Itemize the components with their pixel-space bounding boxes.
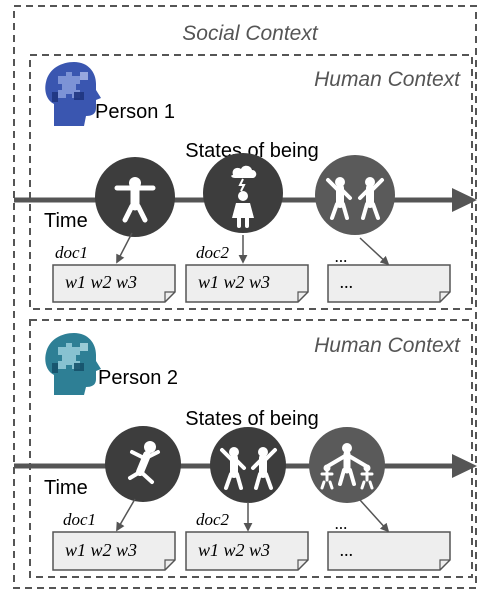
state-circle-2-1	[105, 426, 181, 502]
doc-pointer-2-3	[359, 499, 390, 533]
doc-content-2-1: w1 w2 w3	[65, 540, 137, 560]
two-people-waving-icon	[326, 177, 384, 220]
family-group-icon	[320, 443, 374, 490]
two-people-waving-icon	[220, 447, 277, 490]
doc-label-2-3: ...	[335, 514, 348, 533]
doc-pointer-1-1	[116, 232, 133, 264]
human-context-frame-2	[29, 319, 473, 578]
doc-box-2-3: ...	[327, 531, 451, 571]
time-label-2: Time	[44, 477, 88, 499]
doc-box-2-1: w1 w2 w3	[52, 531, 176, 571]
doc-content-2-3: ...	[340, 540, 354, 560]
doc-label-2-1: doc1	[63, 510, 96, 529]
doc-label-1-3: ...	[335, 247, 348, 266]
time-label-1: Time	[44, 210, 88, 232]
human-context-label-1: Human Context	[314, 68, 461, 91]
human-context-group-1: Human Context Person 1 States of being T…	[14, 54, 477, 310]
social-context-frame	[13, 5, 477, 589]
state-circle-2-3	[309, 427, 385, 503]
state-circle-2-2	[210, 427, 286, 503]
timeline-arrowhead-1	[452, 188, 477, 212]
states-of-being-label-2: States of being	[185, 408, 318, 430]
human-context-frame-1	[29, 54, 473, 310]
person-name-2: Person 2	[98, 367, 178, 389]
doc-pointer-2-1	[116, 498, 136, 532]
state-circle-1-3	[315, 155, 395, 235]
doc-content-1-1: w1 w2 w3	[65, 272, 137, 292]
doc-content-1-3: ...	[340, 272, 354, 292]
social-context-label: Social Context	[182, 22, 319, 45]
doc-box-1-3: ...	[327, 264, 451, 303]
doc-content-1-2: w1 w2 w3	[198, 272, 270, 292]
doc-box-1-2: w1 w2 w3	[185, 264, 309, 303]
state-circle-1-2	[203, 153, 283, 233]
timeline-arrowhead-2	[452, 454, 477, 478]
person-jumping-icon	[128, 441, 160, 484]
person-arms-wide-icon	[114, 177, 156, 223]
doc-box-2-2: w1 w2 w3	[185, 531, 309, 571]
doc-box-1-1: w1 w2 w3	[52, 264, 176, 303]
puzzle-head-blue-icon	[45, 62, 101, 126]
person-name-1: Person 1	[95, 101, 175, 123]
doc-label-1-1: doc1	[55, 243, 88, 262]
puzzle-head-teal-icon	[45, 333, 101, 395]
person-thinking-storm-icon	[231, 165, 257, 228]
human-context-label-2: Human Context	[314, 334, 461, 357]
doc-label-2-2: doc2	[196, 510, 230, 529]
doc-content-2-2: w1 w2 w3	[198, 540, 270, 560]
doc-pointer-1-3	[359, 237, 390, 266]
states-of-being-label-1: States of being	[185, 140, 318, 162]
doc-label-1-2: doc2	[196, 243, 230, 262]
human-context-group-2: Human Context Person 2 States of being T…	[14, 319, 477, 578]
state-circle-1-1	[95, 157, 175, 237]
